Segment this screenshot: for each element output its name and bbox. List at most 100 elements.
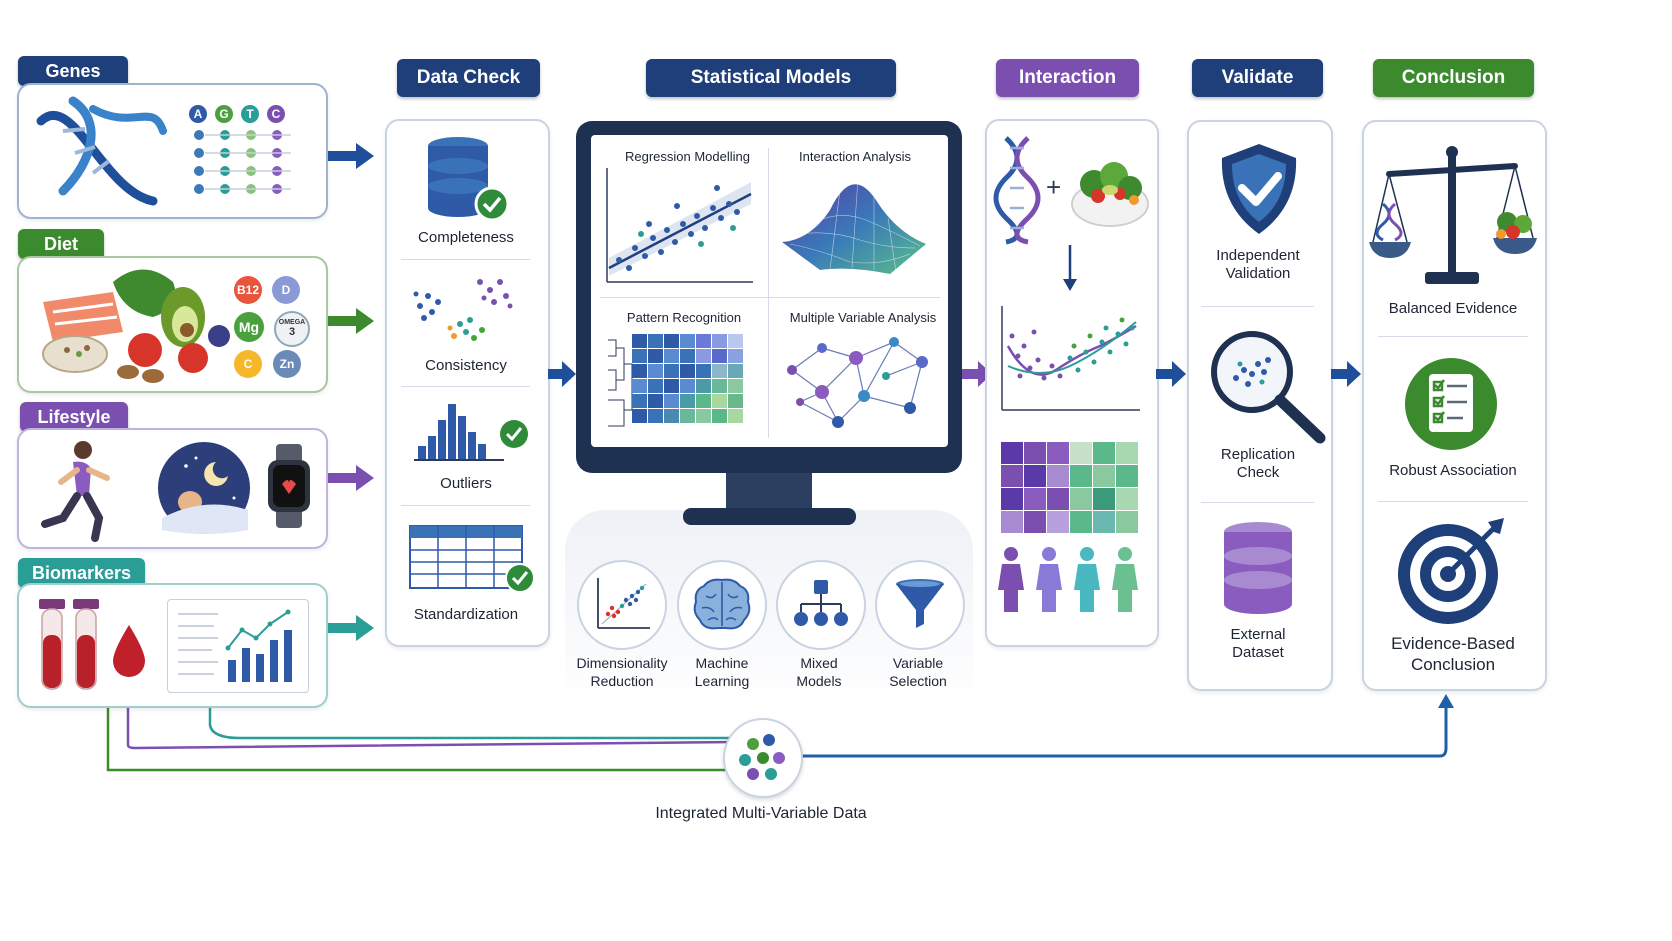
validate-divider-1: [1201, 306, 1314, 307]
food-icon: [42, 269, 230, 383]
integrated-data-label: Integrated Multi-Variable Data: [655, 805, 867, 822]
pattern-recognition-label: Pattern Recognition: [626, 310, 742, 325]
data-cluster-icon: [739, 734, 785, 780]
blood-tubes-icon: [39, 599, 145, 690]
statistical-models-tag: Statistical Models: [646, 59, 896, 97]
interaction-analysis-label: Interaction Analysis: [798, 149, 911, 164]
svg-text:+: +: [1046, 172, 1061, 202]
database-check-icon: [428, 137, 510, 222]
genes-tag: Genes: [18, 56, 128, 86]
histogram-check-icon: [414, 404, 528, 461]
monitor-base: [683, 508, 856, 525]
consistency-scatter-icon: [413, 279, 513, 341]
down-arrow-icon: [1063, 245, 1077, 291]
pattern-heatmap-chart: [608, 334, 743, 427]
balance-scale-icon: [1369, 146, 1537, 284]
hierarchy-icon: [794, 580, 848, 626]
validate-divider-2: [1201, 502, 1314, 503]
method-mixed-models: [776, 560, 866, 650]
machine-learning-label-1: Machine: [695, 655, 749, 671]
lifestyle-panel: [17, 428, 328, 549]
base-g-icon: G: [215, 105, 233, 123]
population-icon: [998, 547, 1138, 612]
conclusion-divider-1: [1378, 336, 1528, 337]
variable-selection-label-1: Variable: [892, 655, 944, 671]
brain-icon: [693, 578, 751, 630]
interaction-curve-chart: [1001, 306, 1140, 411]
replication-check-label-2: Check: [1236, 464, 1280, 481]
machine-learning-label-2: Learning: [694, 673, 750, 689]
external-dataset-label-1: External: [1230, 626, 1286, 643]
external-dataset-label-2: Dataset: [1232, 644, 1284, 661]
mixed-models-label-2: Models: [796, 673, 842, 689]
interaction-heatmap-chart: [1001, 442, 1138, 533]
method-machine-learning: [677, 560, 767, 650]
screen-divider-v: [768, 148, 769, 438]
data-check-tag: Data Check: [397, 59, 540, 97]
base-c-icon: C: [267, 105, 285, 123]
gene-diet-interaction-icon: +: [993, 136, 1149, 245]
dimensionality-label-1: Dimensionality: [576, 655, 668, 671]
magnifier-icon: [1211, 331, 1326, 444]
data-check-arrow-icon: [548, 361, 576, 387]
conclusion-tag: Conclusion: [1373, 59, 1534, 97]
checklist-icon: [1405, 358, 1497, 450]
outliers-label: Outliers: [440, 475, 492, 492]
base-a-icon: A: [189, 105, 207, 123]
data-check-divider-3: [401, 505, 530, 506]
variable-selection-label-2: Selection: [889, 673, 947, 689]
dimensionality-label-2: Reduction: [590, 673, 654, 689]
table-check-icon: [409, 525, 535, 593]
independent-validation-label-1: Independent: [1216, 247, 1300, 264]
sleep-icon: [158, 442, 250, 534]
report-chart-icon: [178, 609, 292, 682]
models-arrow-icon: [962, 361, 992, 387]
biomarkers-panel: [17, 583, 328, 708]
smartwatch-icon: [268, 444, 310, 528]
zn-icon: Zn: [273, 350, 301, 378]
completeness-label: Completeness: [418, 229, 514, 246]
biomarkers-arrow-icon: [328, 615, 374, 641]
independent-validation-label-2: Validation: [1225, 265, 1291, 282]
scatter-axes-icon: [597, 578, 650, 629]
validate-arrow-icon: [1331, 361, 1361, 387]
network-graph-chart: [787, 337, 928, 428]
lab-report: [167, 599, 309, 693]
regression-modelling-label: Regression Modelling: [624, 149, 750, 164]
method-dimensionality-reduction: [577, 560, 667, 650]
b12-icon: B12: [234, 276, 262, 304]
robust-association-label: Robust Association: [1389, 462, 1517, 479]
vitamin-c-icon: C: [234, 350, 262, 378]
integrated-data-node: [723, 718, 803, 798]
omega-label: OMEGA: [278, 319, 306, 326]
data-check-divider-2: [401, 386, 530, 387]
mixed-models-label-1: Mixed: [800, 655, 838, 671]
data-check-divider-1: [401, 259, 530, 260]
diet-panel: B12 D Mg OMEGA 3 C Zn: [17, 256, 328, 393]
interaction-arrow-icon: [1156, 361, 1186, 387]
genes-panel: A G T C: [17, 83, 328, 219]
evidence-based-label-2: Conclusion: [1410, 655, 1496, 674]
conclusion-divider-2: [1378, 501, 1528, 502]
validate-tag: Validate: [1192, 59, 1323, 97]
vitamin-d-icon: D: [272, 276, 300, 304]
evidence-based-label-1: Evidence-Based: [1391, 634, 1515, 653]
shield-check-icon: [1221, 144, 1297, 234]
external-database-icon: [1224, 522, 1292, 614]
diet-tag: Diet: [18, 229, 104, 259]
balanced-evidence-label: Balanced Evidence: [1388, 300, 1518, 317]
dna-icon: [36, 96, 167, 206]
funnel-icon: [896, 579, 944, 628]
interaction-surface-chart: [782, 177, 926, 274]
target-icon: [1398, 518, 1504, 624]
regression-chart: [606, 168, 753, 283]
base-t-icon: T: [241, 105, 259, 123]
omega3-icon: OMEGA 3: [274, 311, 310, 347]
lifestyle-arrow-icon: [328, 465, 374, 491]
genes-arrow-icon: [328, 143, 374, 169]
screen-divider-h: [600, 297, 940, 298]
interaction-tag: Interaction: [996, 59, 1139, 97]
method-variable-selection: [875, 560, 965, 650]
runner-icon: [41, 441, 110, 542]
monitor-neck: [726, 473, 812, 511]
